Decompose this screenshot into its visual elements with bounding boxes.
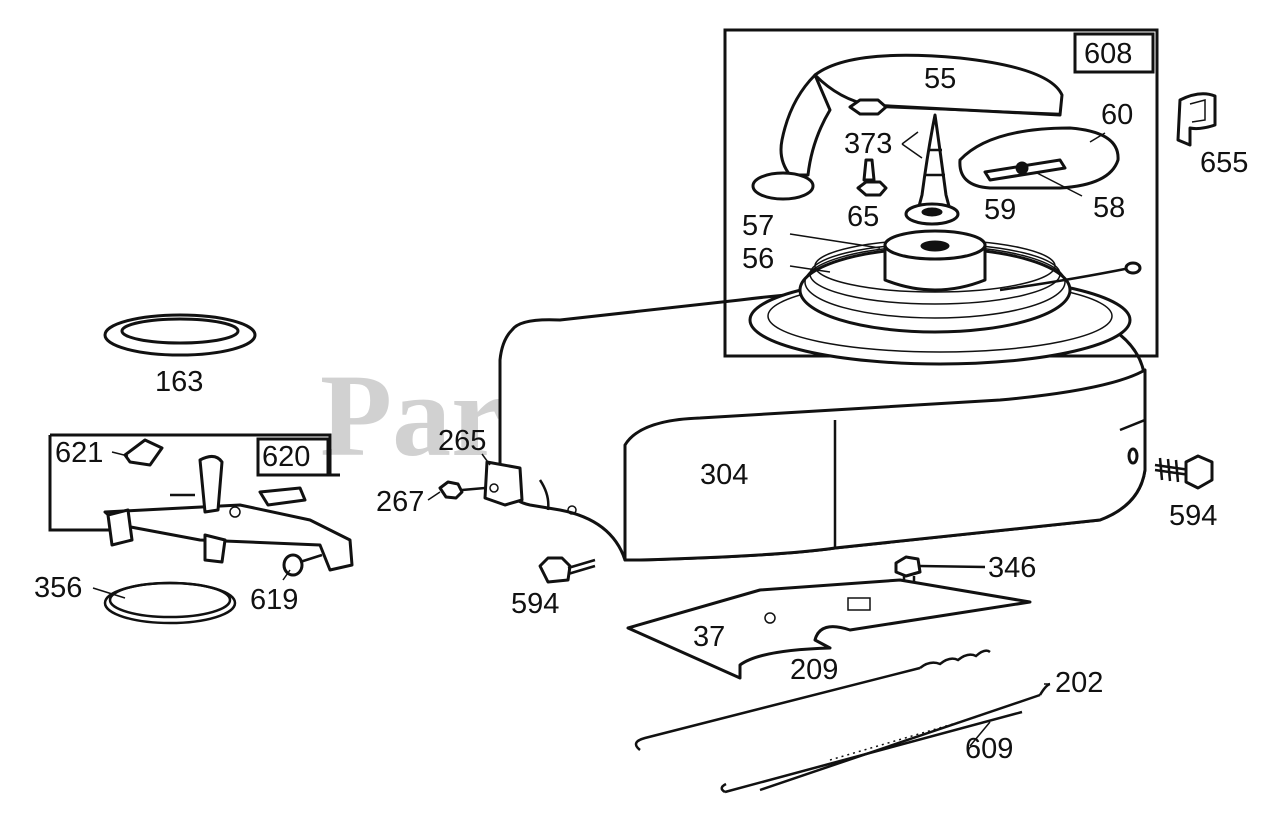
label-620: 620 (262, 441, 310, 473)
label-619: 619 (250, 584, 298, 616)
screw-619-part (282, 553, 323, 577)
label-209: 209 (790, 654, 838, 686)
screw-267-part (438, 480, 486, 500)
label-267: 267 (376, 486, 424, 518)
spindle-part (904, 113, 960, 226)
label-608-box (1073, 32, 1155, 74)
label-58: 58 (1093, 192, 1125, 224)
label-608: 608 (1084, 38, 1132, 70)
rod-609-part (720, 710, 1023, 794)
bolt-594-right-part (1154, 454, 1214, 490)
ring-163-part (103, 313, 257, 357)
label-373: 373 (844, 128, 892, 160)
label-594-right: 594 (1169, 500, 1217, 532)
label-56: 56 (742, 243, 774, 275)
starter-handle-part (958, 126, 1120, 190)
label-57: 57 (742, 210, 774, 242)
screw-65-part (856, 158, 888, 197)
label-55: 55 (924, 63, 956, 95)
label-202: 202 (1055, 667, 1103, 699)
spring-356-part (103, 581, 237, 625)
label-346: 346 (988, 552, 1036, 584)
label-655: 655 (1200, 147, 1248, 179)
bolt-594-left-part (538, 556, 596, 584)
recoil-starter-assembly (748, 229, 1142, 366)
link-209-part (634, 649, 991, 751)
label-60: 60 (1101, 99, 1133, 131)
label-356: 356 (34, 572, 82, 604)
clip-655-part (1176, 92, 1217, 147)
air-guide-37-part (626, 578, 1032, 680)
label-609: 609 (965, 733, 1013, 765)
governor-control-group (48, 433, 354, 572)
label-59: 59 (984, 194, 1016, 226)
bracket-265-part (483, 460, 524, 507)
label-265: 265 (438, 425, 486, 457)
label-163: 163 (155, 366, 203, 398)
label-594-left: 594 (511, 588, 559, 620)
label-65: 65 (847, 201, 879, 233)
nut-373-part (848, 98, 1061, 116)
label-37: 37 (693, 621, 725, 653)
label-621: 621 (55, 437, 103, 469)
label-304: 304 (700, 459, 748, 491)
leader-lines (92, 131, 1106, 747)
